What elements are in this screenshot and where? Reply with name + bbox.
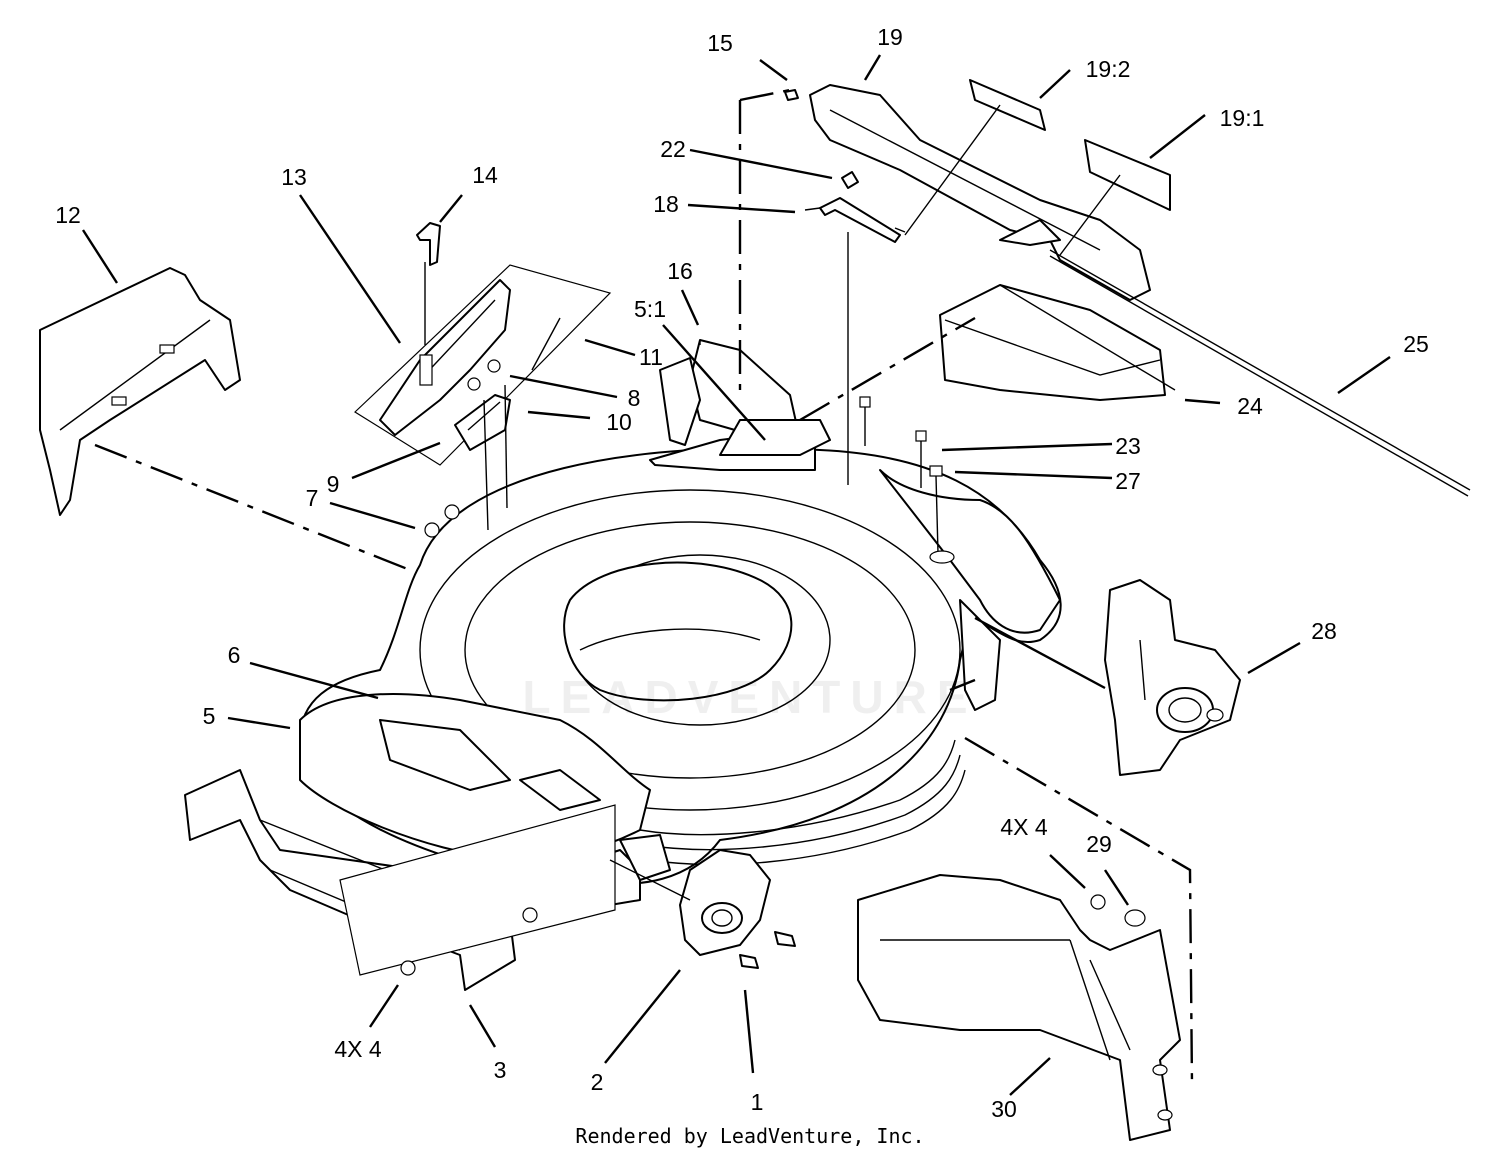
callout-7: 7: [305, 485, 319, 511]
callout-15: 15: [707, 30, 733, 56]
mower-deck: [299, 429, 1062, 906]
callout-28: 28: [1311, 618, 1337, 644]
assembly-center-lines: [94, 88, 1194, 1086]
callout-6: 6: [227, 642, 241, 668]
part-23-bolt: [859, 396, 927, 488]
callout-4x4-right: 4X 4: [1000, 814, 1048, 840]
callout-2: 2: [590, 1069, 604, 1095]
callout-24: 24: [1237, 393, 1263, 419]
callout-1: 1: [750, 1089, 764, 1115]
part-19-handle: [784, 79, 1171, 301]
part-2-wheel-plate: [609, 849, 771, 956]
callout-25: 25: [1403, 331, 1429, 357]
part-1-bolts: [739, 931, 796, 969]
callout-19: 19: [877, 24, 903, 50]
part-27-pin: [929, 465, 955, 564]
callout-13: 13: [281, 164, 307, 190]
callout-18: 18: [653, 191, 679, 217]
callout-27: 27: [1115, 468, 1141, 494]
callout-4x4-left: 4X 4: [334, 1036, 382, 1062]
part-30-rear-baffle: [857, 874, 1181, 1141]
callout-23: 23: [1115, 433, 1141, 459]
callout-9: 9: [326, 471, 340, 497]
part-28-wheel-bracket: [1104, 579, 1241, 776]
callout-19-2: 19:2: [1085, 56, 1131, 82]
callout-14: 14: [472, 162, 498, 188]
callout-11: 11: [639, 344, 663, 370]
render-credit: Rendered by LeadVenture, Inc.: [575, 1124, 925, 1148]
callout-10: 10: [606, 409, 632, 435]
part-13-handle-bracket: [354, 222, 612, 531]
callout-30: 30: [991, 1096, 1017, 1122]
callout-19-1: 19:1: [1219, 105, 1265, 131]
part-12-discharge-cover: [39, 267, 241, 516]
part-25-rod: [1049, 249, 1471, 497]
part-24-rear-cover: [939, 284, 1176, 401]
part-18-spring: [804, 171, 906, 485]
part-16-and-5-1-bracket: [659, 339, 831, 456]
callout-5-1: 5:1: [634, 296, 666, 322]
callout-29: 29: [1086, 831, 1112, 857]
callout-3: 3: [493, 1057, 507, 1083]
leader-lines: [81, 54, 1391, 1096]
callout-8: 8: [627, 385, 641, 411]
callout-16: 16: [667, 258, 693, 284]
hardware-7-nuts: [424, 504, 460, 538]
callout-12: 12: [55, 202, 81, 228]
watermark: LEADVENTURE: [522, 671, 978, 723]
callout-5: 5: [202, 703, 216, 729]
part-3-front-baffle: [184, 769, 616, 991]
callout-22: 22: [660, 136, 686, 162]
